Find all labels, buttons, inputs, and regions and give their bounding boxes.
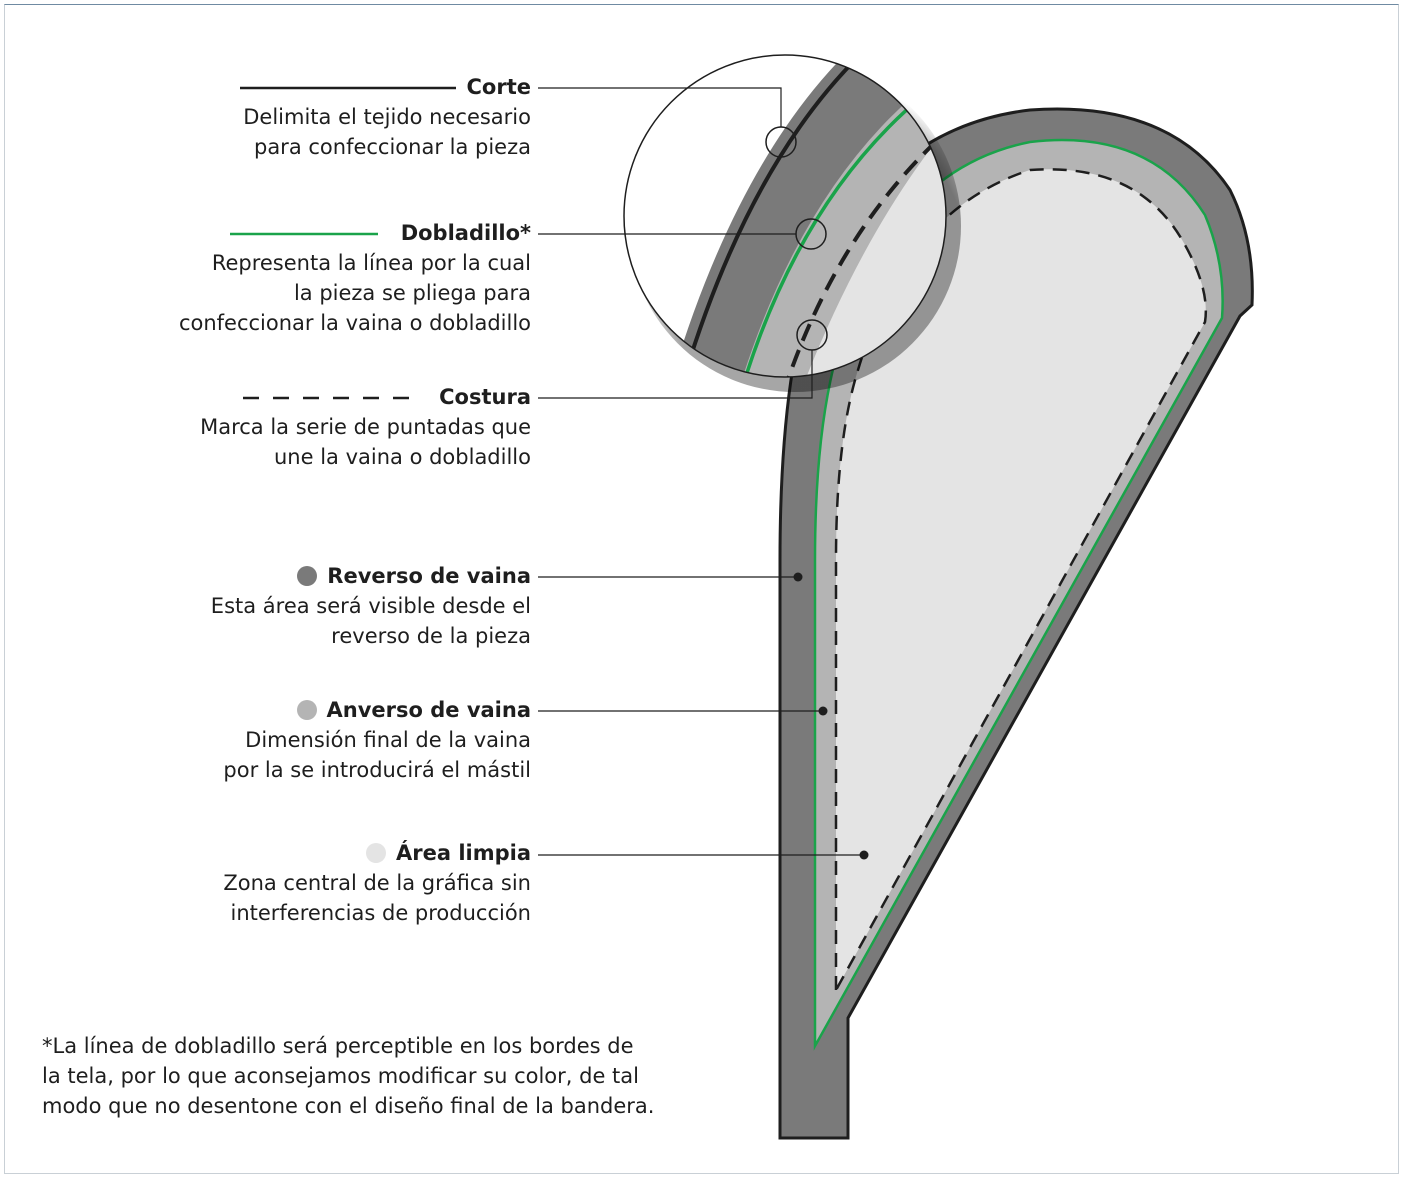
legend-limpia-line: interferencias de producción <box>230 901 531 925</box>
legend-dobladillo: Dobladillo* Representa la línea por la c… <box>179 218 531 338</box>
legend-dobladillo-desc: Representa la línea por la cual la pieza… <box>179 248 531 338</box>
footnote-line: *La línea de dobladillo será perceptible… <box>42 1034 634 1058</box>
legend-reverso-desc: Esta área será visible desde el reverso … <box>211 591 531 651</box>
legend-costura-line: Marca la serie de puntadas que <box>200 415 531 439</box>
legend-dobladillo-title: Dobladillo* <box>400 221 531 245</box>
legend-reverso: Reverso de vaina Esta área será visible … <box>211 561 531 651</box>
legend-corte-line: Delimita el tejido necesario <box>243 105 531 129</box>
legend-costura-desc: Marca la serie de puntadas que une la va… <box>200 412 531 472</box>
legend-limpia: Área limpia Zona central de la gráfica s… <box>223 838 531 928</box>
legend-limpia-title-row: Área limpia <box>223 838 531 868</box>
legend-dobladillo-line: confeccionar la vaina o dobladillo <box>178 311 531 335</box>
leader-clean-dot <box>859 850 869 860</box>
legend-corte: Corte Delimita el tejido necesario para … <box>243 72 531 162</box>
legend-corte-title: Corte <box>466 75 531 99</box>
footnote-line: modo que no desentone con el diseño fina… <box>42 1094 655 1118</box>
legend-costura-line: une la vaina o dobladillo <box>274 445 531 469</box>
legend-dobladillo-line: Representa la línea por la cual <box>211 251 531 275</box>
legend-dobladillo-line: la pieza se pliega para <box>293 281 531 305</box>
page-frame <box>4 4 1399 1174</box>
magnifier-rim <box>623 54 947 378</box>
reverse-swatch-icon <box>297 566 318 586</box>
legend-costura-title: Costura <box>439 385 531 409</box>
legend-reverso-title: Reverso de vaina <box>327 564 531 588</box>
legend-costura: Costura Marca la serie de puntadas que u… <box>200 382 531 472</box>
footnote-line: la tela, por lo que aconsejamos modifica… <box>42 1064 639 1088</box>
leader-front-dot <box>818 706 828 716</box>
legend-limpia-title: Área limpia <box>395 841 531 865</box>
front-swatch-icon <box>296 700 317 720</box>
legend-anverso: Anverso de vaina Dimensión final de la v… <box>223 695 531 785</box>
legend-limpia-line: Zona central de la gráfica sin <box>223 871 531 895</box>
flag-clean-area <box>836 169 1206 991</box>
leader-reverse-dot <box>793 572 803 582</box>
clean-swatch-icon <box>365 843 386 863</box>
legend-anverso-title: Anverso de vaina <box>326 698 532 722</box>
legend-reverso-line: reverso de la pieza <box>331 624 531 648</box>
legend-corte-line: para confeccionar la pieza <box>253 135 531 159</box>
legend-reverso-title-row: Reverso de vaina <box>211 561 531 591</box>
legend-reverso-line: Esta área será visible desde el <box>210 594 531 618</box>
legend-anverso-line: Dimensión final de la vaina <box>245 728 531 752</box>
legend-anverso-title-row: Anverso de vaina <box>223 695 531 725</box>
leader-seam <box>538 350 813 399</box>
legend-corte-desc: Delimita el tejido necesario para confec… <box>243 102 531 162</box>
legend-anverso-line: por la se introducirá el mástil <box>223 758 531 782</box>
footnote: *La línea de dobladillo será perceptible… <box>42 1031 732 1121</box>
legend-limpia-desc: Zona central de la gráfica sin interfere… <box>223 868 531 928</box>
seam-line <box>834 168 1208 991</box>
legend-anverso-desc: Dimensión final de la vaina por la se in… <box>223 725 531 785</box>
leader-cut <box>538 87 782 127</box>
